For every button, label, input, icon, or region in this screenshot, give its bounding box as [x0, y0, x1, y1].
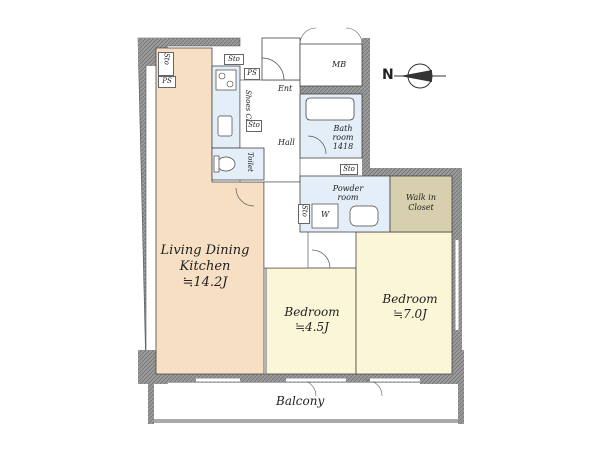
- storage-label: Sto: [224, 54, 244, 65]
- burner: [226, 80, 234, 88]
- bath-label: Bath room 1418: [332, 124, 354, 151]
- toilet-bowl: [216, 156, 236, 172]
- balcony-area: [149, 381, 463, 423]
- powder-label: Powder room: [332, 184, 364, 202]
- storage-label: Sto: [340, 164, 358, 175]
- shoe-closet-label: Shoes Cl.: [244, 90, 252, 124]
- wall-upper-right: [362, 168, 462, 176]
- ldk-label: Living Dining Kitchen ≒14.2J: [160, 243, 250, 290]
- door-swing: [365, 379, 383, 397]
- hall-label: Hall: [278, 138, 295, 147]
- burner: [218, 72, 226, 80]
- toilet-tank: [213, 155, 220, 173]
- basin: [349, 205, 379, 227]
- mb-box: [299, 43, 363, 87]
- walkin-label: Walk in Closet: [406, 193, 436, 212]
- washer-box: [311, 203, 339, 229]
- balcony-right-end: [458, 382, 464, 424]
- compass-north-label: N: [382, 67, 394, 83]
- entrance-floor: [261, 37, 301, 81]
- pipe-space-label: PS: [244, 68, 260, 80]
- storage-label: Sto: [246, 120, 262, 132]
- walkin-floor: [389, 175, 453, 233]
- door-swing: [307, 135, 327, 155]
- stove: [215, 69, 237, 91]
- bedroom2-label: Bedroom ≒7.0J: [382, 292, 438, 321]
- balcony-label: Balcony: [276, 394, 325, 408]
- bedroom1-label: Bedroom ≒4.5J: [284, 305, 340, 334]
- wall-mb: [298, 86, 368, 94]
- door-swing: [345, 27, 363, 45]
- compass-icon: [394, 63, 446, 89]
- toilet-label: Toilet: [246, 152, 254, 172]
- storage-label: Sto: [158, 52, 174, 76]
- door-swing: [235, 187, 255, 207]
- door-swing: [299, 27, 317, 45]
- wall-mb-right: [362, 38, 370, 174]
- mb-label: MB: [332, 60, 347, 69]
- door-swing: [261, 57, 285, 81]
- sink: [217, 115, 233, 137]
- washer-label: W: [321, 210, 330, 219]
- bottom-wall: [146, 374, 458, 382]
- bathtub: [305, 97, 355, 121]
- door-swing: [311, 249, 331, 269]
- pipe-space-label: PS: [158, 76, 176, 88]
- storage-label: Sto: [298, 204, 310, 224]
- balcony-left-end: [148, 382, 154, 424]
- entrance-label: Ent: [278, 84, 293, 93]
